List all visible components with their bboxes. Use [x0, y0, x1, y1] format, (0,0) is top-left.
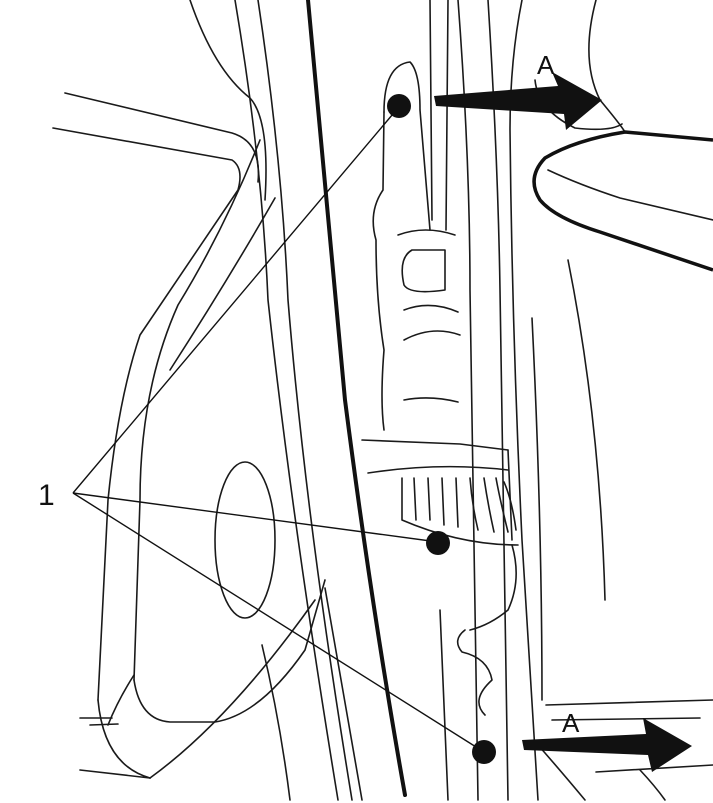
- callout-1-leaders: [72, 107, 485, 753]
- left-panel-outline: [52, 0, 326, 779]
- elliptical-opening: [214, 461, 276, 619]
- upper-bracket: [372, 61, 461, 431]
- right-structure: [429, 0, 713, 801]
- strap-inner-line: [547, 169, 713, 221]
- pillar-main-edge: [306, 0, 407, 797]
- fastener-point-top: [387, 94, 411, 118]
- view-label-bottom: A: [562, 708, 580, 738]
- fastener-point-bottom: [472, 740, 496, 764]
- pillar-lines: [234, 0, 363, 801]
- view-arrow-bottom: [522, 718, 692, 772]
- fastener-point-middle: [426, 531, 450, 555]
- view-label-top: A: [537, 50, 555, 80]
- strap-outline: [532, 130, 713, 272]
- lower-bracket: [361, 439, 519, 801]
- callout-label-1: 1: [38, 479, 55, 512]
- view-arrow-top: [434, 72, 602, 130]
